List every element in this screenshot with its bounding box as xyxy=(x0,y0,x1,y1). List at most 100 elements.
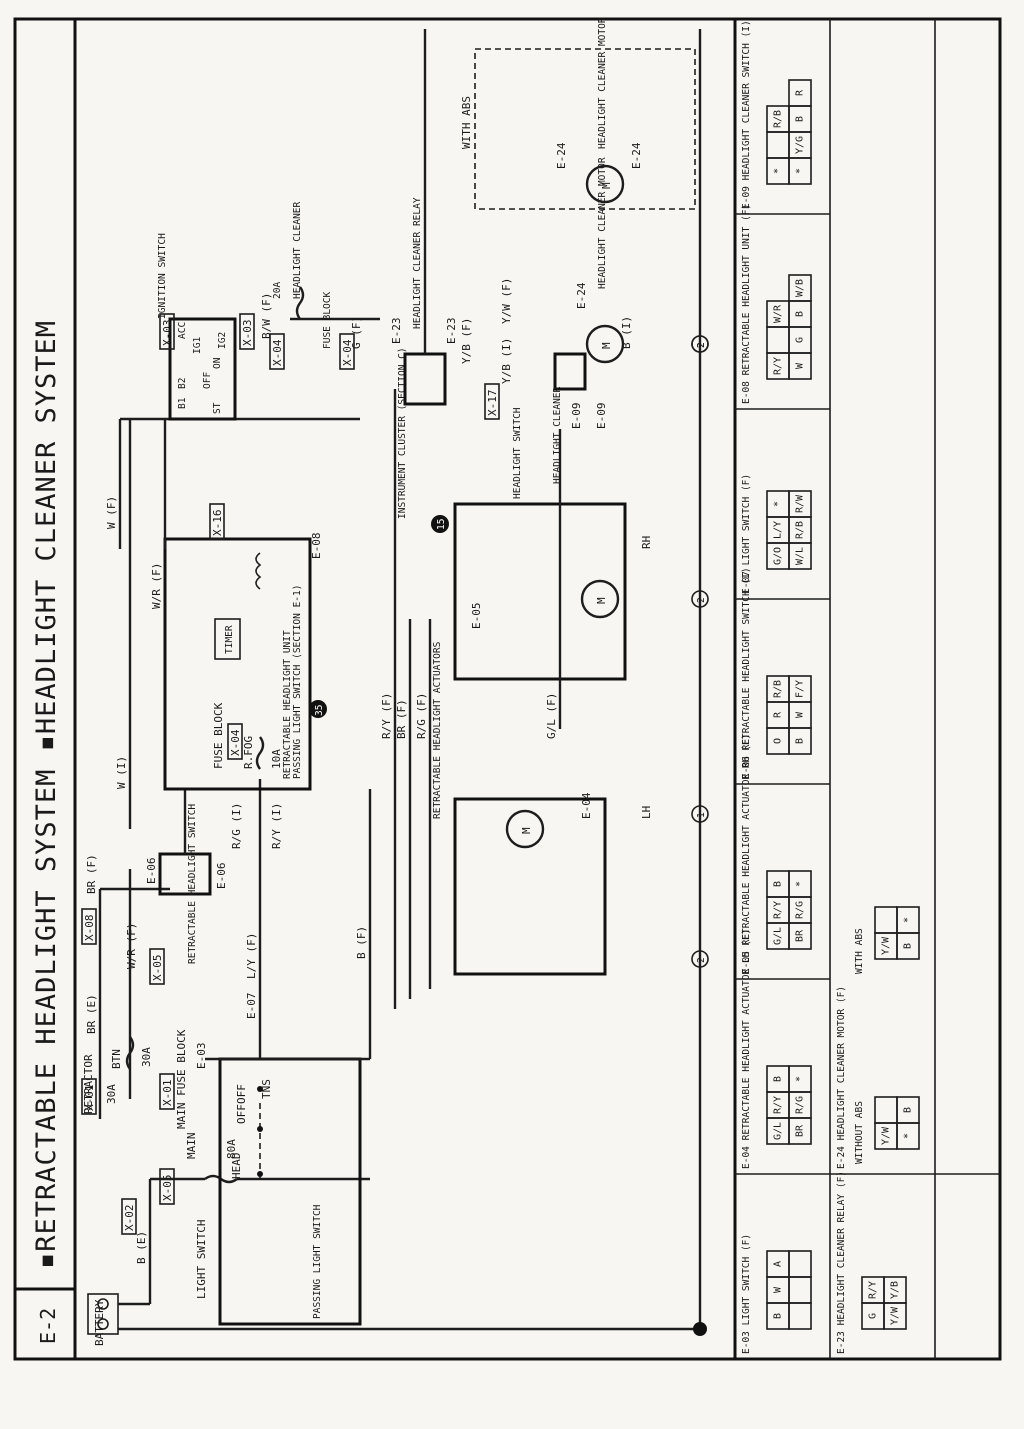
switch-pos-head: HEAD xyxy=(230,1153,243,1180)
page-frame xyxy=(13,17,1002,1361)
x05-box-a xyxy=(159,1168,175,1205)
legend-e-05-pin-box xyxy=(788,870,812,898)
conn-e24-b: E-24 xyxy=(555,142,568,169)
conn-x04-c: X-04 xyxy=(341,339,354,366)
actuator-lh-box xyxy=(453,797,607,976)
conn-e24-a: E-24 xyxy=(575,282,588,309)
passing-light-switch-label: PASSING LIGHT SWITCH xyxy=(312,1204,323,1319)
legend-e-03-pin-label: A xyxy=(773,1261,784,1267)
legend-e-08-pin-label: B xyxy=(795,311,806,317)
cleaner-relay-label: HEADLIGHT CLEANER RELAY xyxy=(412,197,423,329)
conn-e07: E-07 xyxy=(245,993,258,1020)
cleaner-motor-icon xyxy=(585,324,625,364)
legend-e-06-pin-label: R/B xyxy=(773,680,784,698)
x17-box xyxy=(484,383,500,420)
legend-code: E-09 HEADLIGHT CLEANER SWITCH (I) xyxy=(741,20,752,209)
x04-box-c xyxy=(339,333,355,370)
conn-x05-b: X-05 xyxy=(151,955,164,982)
ignition-switch-box xyxy=(168,317,237,421)
x04-box-b xyxy=(269,333,285,370)
wire-label-yb-f: Y/B (F) xyxy=(460,318,473,364)
wire-label-g-f: G (F) xyxy=(350,316,363,349)
conn-e23-b: E-23 xyxy=(445,318,458,345)
wire-label-b-f: B (F) xyxy=(355,926,368,959)
cleaner-motor-m: M xyxy=(600,342,613,349)
legend-e-23-pin-label: Y/B xyxy=(890,1281,901,1299)
battery-label: BATTERY xyxy=(93,1299,106,1346)
abs-motor-icon xyxy=(585,164,625,204)
ign-off: OFF xyxy=(202,372,213,389)
conn-e24-c: E-24 xyxy=(630,142,643,169)
legend-e-03-pin-label: W xyxy=(773,1286,784,1293)
conn-e08: E-08 xyxy=(310,533,323,560)
conn-e05-a: E-05 xyxy=(470,603,483,630)
legend-e-03-pin-box xyxy=(788,1302,812,1330)
actuator-rh-motor-icon xyxy=(580,579,620,619)
conn-x17: X-17 xyxy=(486,390,499,417)
conn-x03-a: X-03 xyxy=(161,320,174,347)
legend-e-09-pin-label: * xyxy=(773,168,784,174)
legend-e-06-pin-label: B xyxy=(795,738,806,744)
legend-e-07-pin-label: R/W xyxy=(795,494,806,513)
main-fuse-rating: 80A xyxy=(225,1139,238,1159)
legend-e-06: E-06 RETRACTABLE HEADLIGHT SWITCH (I)ORR… xyxy=(741,567,812,779)
x01-box-b xyxy=(81,1078,97,1115)
x03-box-b xyxy=(239,313,255,350)
timer-box xyxy=(214,618,241,660)
conn-e23-a: E-23 xyxy=(390,318,403,345)
legend-e-03: E-03 LIGHT SWITCH (F) B W A xyxy=(741,1234,812,1354)
switch-contact-b xyxy=(257,1126,263,1132)
legend-e-08-pin-label: R/Y xyxy=(773,357,784,375)
legend-e-24-with-pin-label: * xyxy=(903,917,914,923)
x04-box-a xyxy=(227,723,243,760)
legend-e-06-pin-label: W xyxy=(795,711,806,718)
switch-contact-c xyxy=(257,1086,263,1092)
conn-x02: X-02 xyxy=(123,1205,136,1232)
x05-box-b xyxy=(149,948,165,985)
conn-x03-b: X-03 xyxy=(241,320,254,347)
btn-fuse-name: BTN xyxy=(110,1049,123,1069)
legend-e-03-pin-label: B xyxy=(773,1313,784,1319)
cleaner-fuse-rating: 20A xyxy=(272,282,283,299)
ign-acc: ACC xyxy=(177,322,188,339)
legend-code: E-05 RETRACTABLE HEADLIGHT ACTUATOR RH (… xyxy=(741,734,752,974)
main-fuse-block-label: MAIN FUSE BLOCK xyxy=(175,1029,188,1129)
passing-light-ref: PASSING LIGHT SWITCH (SECTION E-1) xyxy=(292,585,303,779)
legend-e-05-pin-label: B xyxy=(773,881,784,887)
legend-code: E-03 LIGHT SWITCH (F) xyxy=(741,1234,752,1354)
legend-e-24-without-pin-label: B xyxy=(903,1107,914,1113)
legend-e-04-pin-label: G/L xyxy=(773,1122,784,1140)
relay-coil-icon xyxy=(255,552,262,590)
legend-e-24-without-pin-box xyxy=(896,1096,920,1124)
btn-fuse-rating: 30A xyxy=(140,1047,153,1067)
ref-15-badge xyxy=(431,515,449,533)
legend-e-23-pin-label: G xyxy=(868,1313,879,1319)
legend-e-08-pin-box xyxy=(788,274,812,302)
wire-label-w-f: W (F) xyxy=(105,496,118,529)
ign-on: ON xyxy=(212,357,223,369)
legend-e-09-pin-box xyxy=(766,131,790,159)
legend-e-09-pin-label: B xyxy=(795,116,806,122)
conn-x05-a: X-05 xyxy=(161,1175,174,1202)
btn-fuse-icon xyxy=(125,1036,135,1070)
ground-node-2d-num: 2 xyxy=(696,342,707,348)
ground-icon xyxy=(693,1322,707,1336)
ground-node-1-num: 1 xyxy=(696,812,707,818)
ground-node-2d xyxy=(691,335,709,353)
legend-with-abs: WITH ABS xyxy=(854,928,865,974)
wire-label-yb-i: Y/B (I) xyxy=(500,338,513,384)
legend-code: E-06 RETRACTABLE HEADLIGHT SWITCH (I) xyxy=(741,567,752,779)
main-fuse-name: MAIN xyxy=(185,1133,198,1160)
cleaner-motor-label: HEADLIGHT CLEANER MOTOR xyxy=(597,157,608,289)
x03-box-a xyxy=(159,313,175,350)
wire-label-br: BR (F) xyxy=(395,699,408,739)
x01-box-a xyxy=(159,1073,175,1110)
rfog-fuse-icon xyxy=(255,736,265,770)
actuator-lh-motor-icon xyxy=(505,809,545,849)
abs-motor-m: M xyxy=(600,182,613,189)
conn-x01-b: X-01 xyxy=(83,1085,96,1112)
legend-e-05-pin-label: BR xyxy=(795,929,806,942)
cleaner-fuse-name: FUSE BLOCK xyxy=(322,292,333,349)
